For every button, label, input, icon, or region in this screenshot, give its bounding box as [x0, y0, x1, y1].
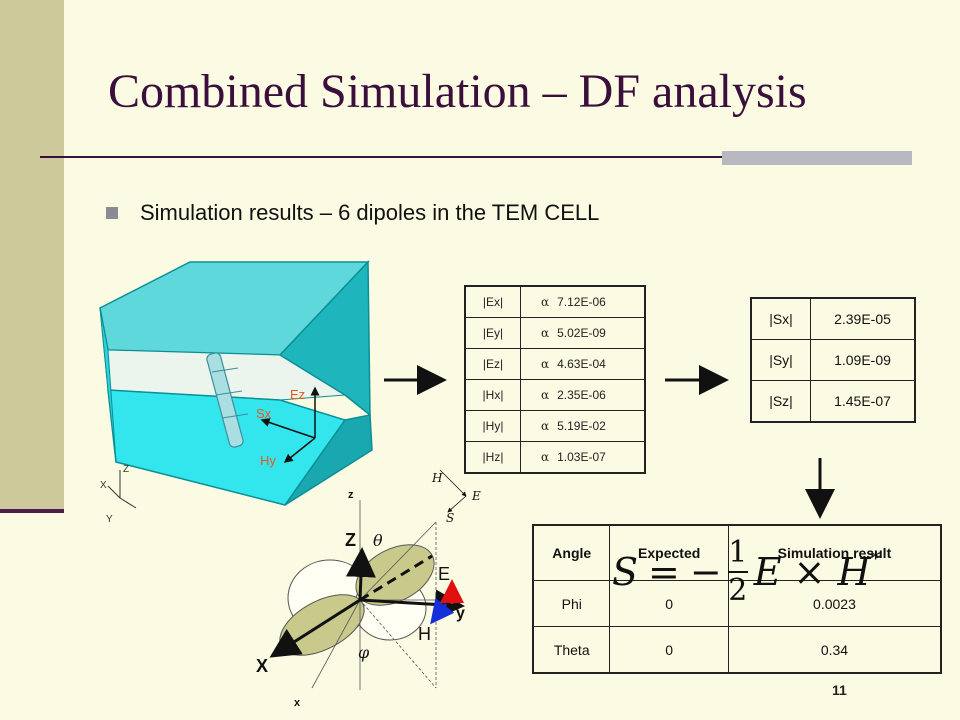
poynting-value: 2.39E-05: [810, 297, 916, 340]
sx-arrow: [260, 418, 316, 439]
field-name: |Hy|: [464, 410, 521, 442]
proportional-symbol: α: [541, 357, 550, 371]
header-angle: Angle: [532, 524, 611, 581]
formula-denominator: 2: [728, 573, 748, 608]
formula-equals: =: [648, 550, 680, 594]
sx-label: Sx: [256, 406, 272, 421]
proportional-symbol: α: [541, 326, 550, 340]
diagram-axis-X: X: [256, 656, 268, 676]
field-row: |Hx| α 2.35E-06: [464, 379, 646, 411]
cell-axis-y: Y: [106, 514, 113, 525]
proportional-symbol: α: [541, 419, 550, 433]
diagram-y: y: [456, 605, 465, 622]
diagram-E: E: [438, 564, 450, 584]
field-value-cell: α 2.35E-06: [520, 379, 646, 411]
formula-numerator: 1: [728, 535, 748, 570]
proportional-symbol: α: [541, 388, 550, 402]
field-row: |Ez| α 4.63E-04: [464, 348, 646, 380]
vector-e-label: E: [471, 489, 481, 503]
hy-arrow: [283, 437, 316, 463]
field-value: 1.03E-07: [557, 450, 606, 464]
result-expected: 0: [609, 626, 729, 674]
field-value: 5.02E-09: [557, 326, 606, 340]
dipole-array: [206, 352, 249, 448]
formula-conjugate: *: [870, 546, 881, 570]
poynting-name: |Sx|: [750, 297, 811, 340]
result-angle: Phi: [532, 580, 611, 627]
poynting-value: 1.45E-07: [810, 380, 916, 423]
result-simulation: 0.34: [727, 626, 942, 674]
poynting-name: |Sy|: [750, 339, 811, 381]
cell-axis-x: X: [100, 480, 107, 491]
field-row: |Hy| α 5.19E-02: [464, 410, 646, 442]
page-number: 11: [832, 682, 847, 698]
vector-h-label: H: [431, 471, 443, 485]
formula-rhs: E × H: [753, 550, 871, 594]
proportional-symbol: α: [541, 450, 550, 464]
field-value-cell: α 1.03E-07: [520, 441, 646, 474]
poynting-value: 1.09E-09: [810, 339, 916, 381]
field-name: |Ez|: [464, 348, 521, 380]
formula-minus: −: [689, 550, 722, 594]
formula-lhs: S: [612, 550, 639, 594]
diagram-axis-Z: Z: [345, 530, 356, 550]
bullet-text: Simulation results – 6 dipoles in the TE…: [140, 200, 600, 225]
cell-axes-triad: [107, 470, 137, 509]
formula-fraction: 1 2: [727, 535, 748, 608]
ez-label: Ez: [290, 387, 305, 402]
square-bullet-icon: [106, 207, 118, 219]
diagram-z-small: z: [348, 489, 354, 501]
field-name: |Hz|: [464, 441, 521, 474]
field-value: 2.35E-06: [557, 388, 606, 402]
field-row: |Hz| α 1.03E-07: [464, 441, 646, 474]
slide-title: Combined Simulation – DF analysis: [108, 65, 807, 118]
field-name: |Hx|: [464, 379, 521, 411]
field-value: 4.63E-04: [557, 357, 606, 371]
poynting-row: |Sx|2.39E-05: [750, 297, 916, 340]
vector-s-label: S: [446, 511, 454, 525]
field-value-cell: α 5.19E-02: [520, 410, 646, 442]
result-angle: Theta: [532, 626, 611, 674]
poynting-formula: S = − 1 2 E × H *: [612, 538, 881, 606]
tem-cell-model: [99, 260, 373, 506]
hy-label: Hy: [260, 453, 276, 468]
dipole-radiation-diagram: [269, 469, 467, 690]
poynting-table: |Sx|2.39E-05|Sy|1.09E-09|Sz|1.45E-07: [750, 297, 916, 423]
field-value: 5.19E-02: [557, 419, 606, 433]
field-name: |Ex|: [464, 285, 521, 318]
poynting-row: |Sz|1.45E-07: [750, 380, 916, 423]
left-accent-bar: [0, 0, 64, 512]
diagram-x-small: x: [294, 697, 301, 709]
diagram-theta: θ: [373, 531, 383, 550]
poynting-row: |Sy|1.09E-09: [750, 339, 916, 381]
field-value-cell: α 5.02E-09: [520, 317, 646, 349]
field-row: |Ey| α 5.02E-09: [464, 317, 646, 349]
proportional-symbol: α: [541, 295, 550, 309]
left-accent-line: [0, 509, 64, 513]
diagram-phi: φ: [358, 643, 370, 662]
field-row: |Ex| α 7.12E-06: [464, 285, 646, 318]
field-name: |Ey|: [464, 317, 521, 349]
field-value-cell: α 4.63E-04: [520, 348, 646, 380]
result-simulation: 0.0023: [727, 580, 942, 627]
result-expected: 0: [609, 580, 729, 627]
diagram-H: H: [418, 624, 431, 644]
title-divider-accent: [722, 151, 912, 165]
cell-axis-z: Z: [123, 464, 129, 475]
bullet-item: Simulation results – 6 dipoles in the TE…: [106, 200, 599, 226]
title-divider: [40, 156, 912, 158]
field-value: 7.12E-06: [557, 295, 606, 309]
poynting-name: |Sz|: [750, 380, 811, 423]
field-value-cell: α 7.12E-06: [520, 285, 646, 318]
